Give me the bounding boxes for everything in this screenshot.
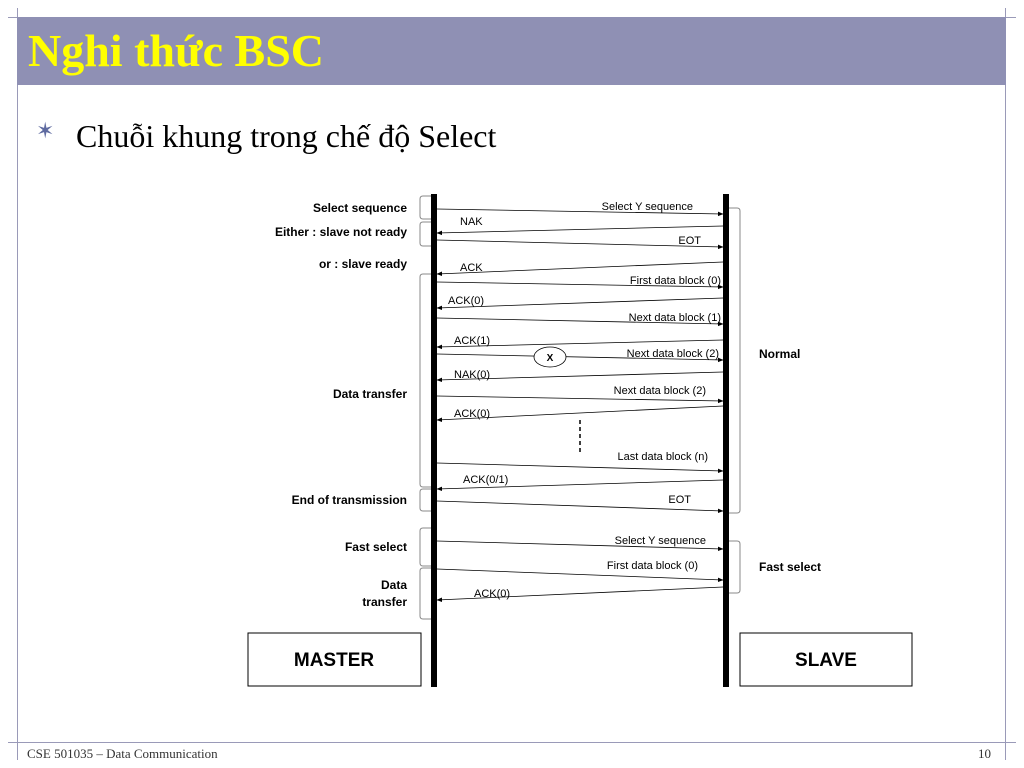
label-or-ready: or : slave ready — [319, 257, 407, 271]
arrow-ack-0-1 — [436, 479, 724, 492]
error-marker-ellipse — [533, 346, 567, 368]
message-arrows — [436, 208, 724, 603]
msg-label: Select Y sequence — [615, 535, 706, 547]
label-data-transfer-2-line1: Data — [381, 578, 407, 592]
msg-label: ACK(0/1) — [463, 474, 508, 486]
left-braces — [419, 195, 431, 620]
msg-label: ACK(0) — [474, 588, 510, 600]
msg-label: Next data block (1) — [629, 312, 721, 324]
title-band — [17, 17, 1006, 85]
arrow-fast-select-sequence — [436, 540, 724, 552]
label-either-not-ready: Either : slave not ready — [275, 225, 407, 239]
msg-label: Select Y sequence — [602, 201, 693, 213]
star-bullet-icon: ✶ — [36, 119, 55, 144]
arrow-next-data-block-2 — [436, 395, 724, 404]
arrow-first-data-block — [436, 281, 724, 290]
arrow-nak-0 — [436, 371, 724, 383]
msg-label: Last data block (n) — [618, 451, 709, 463]
bullet-text: Chuỗi khung trong chế độ Select — [76, 118, 497, 154]
error-marker-text: X — [547, 353, 554, 364]
arrow-lost-next-data-block-2 — [436, 353, 724, 363]
master-lifeline — [431, 194, 437, 687]
msg-label: ACK(1) — [454, 335, 490, 347]
master-box — [247, 632, 422, 687]
slave-box — [739, 632, 913, 687]
label-select-sequence: Select sequence — [313, 201, 407, 215]
msg-label: Next data block (2) — [614, 385, 706, 397]
frame-bottom-line — [8, 742, 1016, 743]
label-data-transfer-2-line2: transfer — [362, 595, 407, 609]
right-section-labels: Normal Fast select — [759, 347, 821, 574]
arrow-select-y-sequence — [436, 208, 724, 217]
arrow-next-data-block-1 — [436, 317, 724, 327]
label-data-transfer: Data transfer — [333, 387, 407, 401]
msg-label: NAK — [460, 216, 483, 228]
msg-label: Next data block (2) — [627, 348, 719, 360]
footer-page-number: 10 — [978, 746, 991, 761]
arrow-ack-1 — [436, 339, 724, 350]
arrow-fast-first-data-block — [436, 568, 724, 583]
label-fast-select-right: Fast select — [759, 560, 821, 574]
frame-right-line — [1005, 8, 1006, 760]
arrow-fast-ack-0 — [436, 586, 724, 603]
frame-left-line — [17, 8, 18, 760]
msg-label: ACK(0) — [448, 295, 484, 307]
slide-title: Nghi thức BSC — [28, 25, 324, 76]
arrow-nak — [436, 225, 724, 236]
msg-label: NAK(0) — [454, 369, 490, 381]
msg-label: EOT — [678, 235, 701, 247]
left-section-labels: Select sequence Either : slave not ready… — [275, 201, 407, 609]
arrow-last-data-block — [436, 462, 724, 474]
arrow-ack-0 — [436, 297, 724, 311]
msg-label: ACK(0) — [454, 408, 490, 420]
label-fast-select: Fast select — [345, 540, 407, 554]
msg-label: ACK — [460, 262, 483, 274]
arrow-ack-0-b — [436, 405, 724, 422]
arrow-ack — [436, 261, 724, 277]
arrow-eot-2 — [436, 500, 724, 514]
msg-label: EOT — [668, 494, 691, 506]
master-label: MASTER — [294, 650, 375, 671]
right-braces — [729, 207, 741, 594]
slave-label: SLAVE — [795, 650, 857, 671]
msg-label: First data block (0) — [630, 275, 721, 287]
arrow-eot — [436, 239, 724, 250]
message-labels: Select Y sequence NAK EOT ACK First data… — [448, 201, 721, 600]
label-end-of-transmission: End of transmission — [292, 493, 407, 507]
msg-label: First data block (0) — [607, 560, 698, 572]
slave-lifeline — [723, 194, 729, 687]
footer-course: CSE 501035 – Data Communication — [27, 746, 218, 761]
label-normal: Normal — [759, 347, 800, 361]
